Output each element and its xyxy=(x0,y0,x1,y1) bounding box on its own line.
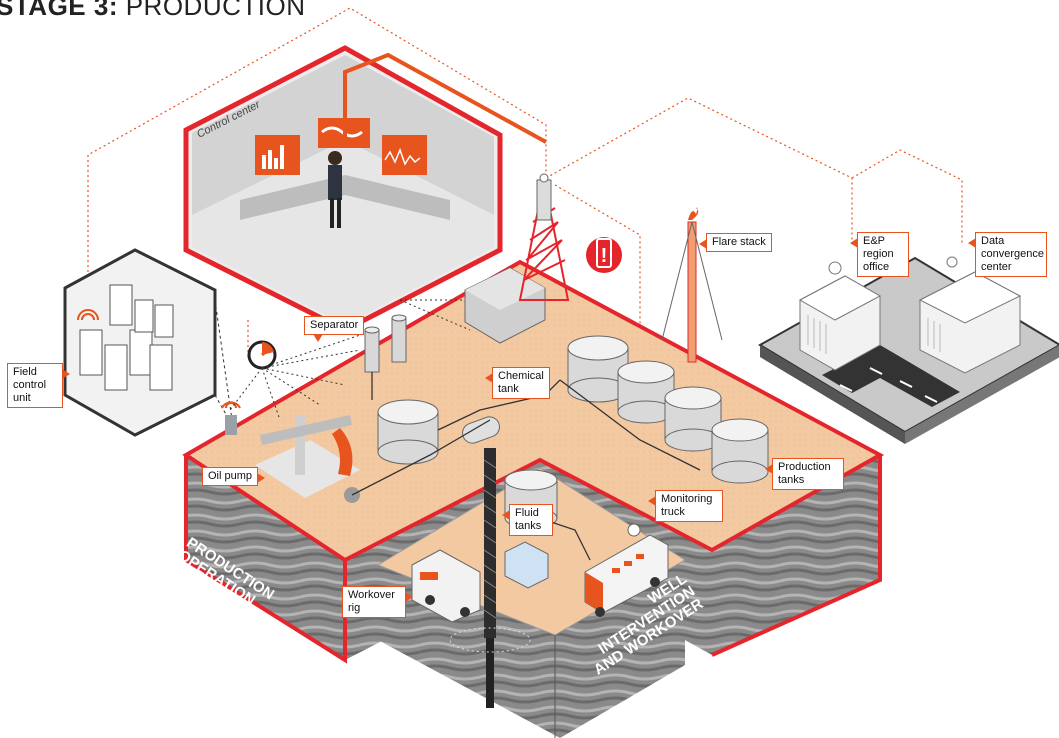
pressure-gauge xyxy=(247,340,277,370)
oil-pump xyxy=(255,415,360,503)
alert-symbol: ! xyxy=(601,245,608,267)
separator xyxy=(364,314,407,373)
ep-region-office-building xyxy=(798,261,882,371)
workover-rig-derrick xyxy=(449,448,531,708)
callout-ep-region-office: E&P region office xyxy=(850,232,909,277)
callout-field-control-unit: Field control unit xyxy=(7,363,70,408)
flare-stack xyxy=(661,207,723,363)
title-stage-name: PRODUCTION xyxy=(125,0,306,21)
wireless-sensor xyxy=(221,401,241,435)
control-link xyxy=(343,52,547,148)
data-convergence-center-building xyxy=(918,256,1022,374)
callout-chemical-tank: Chemical tank xyxy=(485,367,550,399)
panel-leader-lines xyxy=(214,299,233,426)
callout-monitoring-truck: Monitoring truck xyxy=(648,490,723,522)
page-title: STAGE 3: PRODUCTION xyxy=(0,0,306,22)
callout-flare-stack: Flare stack xyxy=(699,233,772,252)
monitoring-truck xyxy=(584,523,669,617)
alert-icon xyxy=(586,237,622,273)
storage-tanks xyxy=(377,335,769,529)
callout-separator: Separator xyxy=(304,316,365,342)
production-ground xyxy=(182,259,885,664)
tower-antenna xyxy=(536,173,552,221)
callout-fluid-tanks: Fluid tanks xyxy=(502,504,553,536)
fluid-tank-units xyxy=(504,541,549,589)
field-control-unit-panel xyxy=(63,248,217,437)
callout-oil-pump: Oil pump xyxy=(202,467,266,486)
pipelines xyxy=(351,372,701,561)
callout-production-tanks: Production tanks xyxy=(765,458,844,490)
callout-workover-rig: Workover rig xyxy=(342,586,413,618)
callout-data-convergence-center: Data convergence center xyxy=(968,232,1047,277)
title-stage: STAGE 3: xyxy=(0,0,118,21)
